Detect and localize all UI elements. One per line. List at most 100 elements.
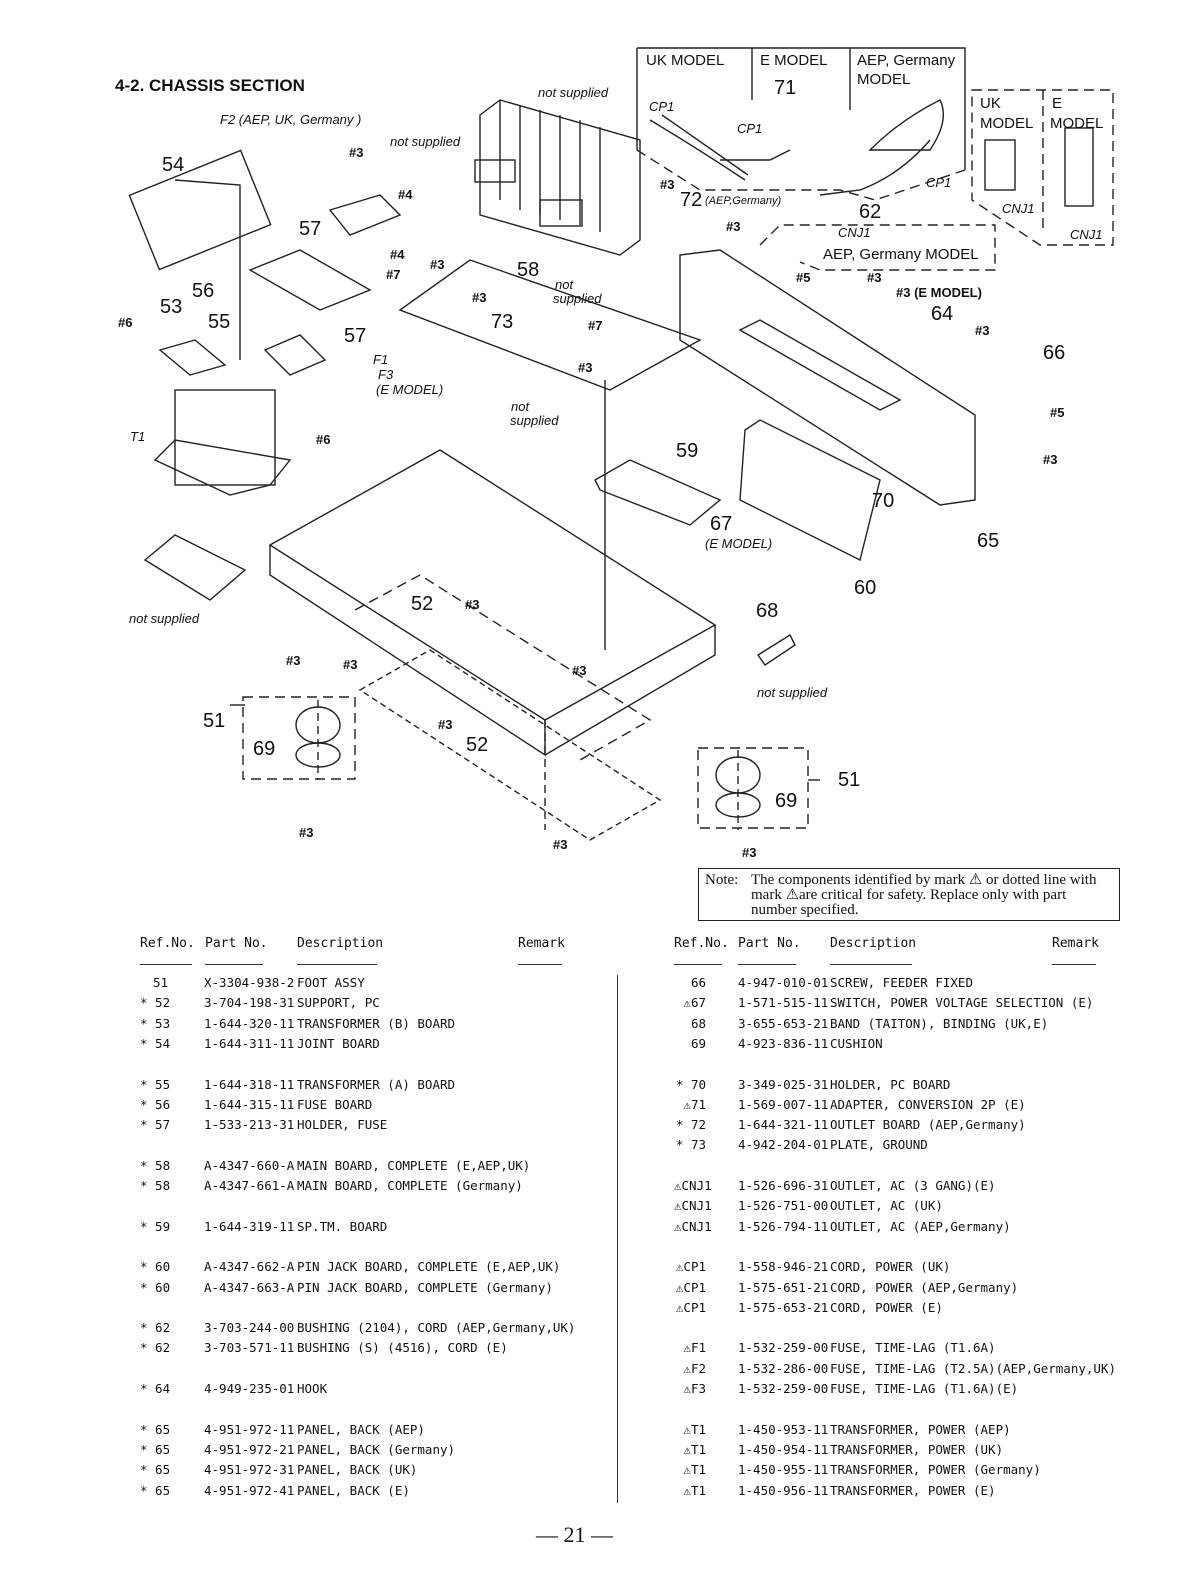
description-cell: ADAPTER, CONVERSION 2P (E) [830,1096,1026,1112]
part-no-cell: 1-533-213-31 [204,1117,295,1133]
screw-4-b: #4 [390,247,405,262]
description-cell: SP.TM. BOARD [297,1218,388,1234]
description-cell: CORD, POWER (UK) [830,1259,951,1275]
part-no-cell: 4-949-235-01 [204,1381,295,1396]
description-cell: SCREW, FEEDER FIXED [830,975,973,990]
part-no-cell: A-4347-663-A [204,1279,295,1295]
ref-71: 71 [774,77,797,99]
ref-cell: * 60 [140,1259,171,1275]
ref-cell: * 55 [140,1076,171,1092]
part-no-cell: 4-951-972-21 [204,1441,295,1457]
part-no-cell: 3-703-244-00 [204,1320,295,1336]
ref-cell: ⚠F2 [683,1360,706,1376]
ref-66: 66 [1043,342,1066,364]
ref-cell: * 58 [140,1178,171,1193]
ref-cell: * 62 [140,1320,171,1336]
label-f1: F1 [373,352,389,367]
description-cell: TRANSFORMER (A) BOARD [297,1076,456,1092]
ref-cell: * 65 [140,1441,171,1457]
screw-6-b: #6 [316,432,331,447]
screw-3-e: #3 [660,177,675,192]
ref-cell: ⚠CNJ1 [674,1198,712,1214]
left-table-header: Ref.No. Part No. Description Remark [140,936,580,954]
label-not-supplied-right: not supplied [757,685,828,700]
part-no-cell: 1-575-651-21 [738,1279,829,1295]
ref-cell: 68 [690,1015,706,1031]
screw-5-a: #5 [796,270,811,285]
description-cell: PLATE, GROUND [830,1137,928,1153]
label-not: not [555,277,574,292]
screw-7-a: #7 [386,267,401,282]
ref-cell: * 56 [140,1096,171,1112]
ref-cell: * 58 [140,1157,171,1173]
ref-cell: * 57 [140,1117,171,1133]
description-cell: HOLDER, FUSE [297,1117,388,1133]
description-cell: FOOT ASSY [297,975,365,990]
label-f3: F3 [378,367,394,382]
ref-67: 67 [710,513,733,535]
screw-4-a: #4 [398,187,413,202]
description-cell: FUSE, TIME-LAG (T2.5A)(AEP,Germany,UK) [830,1360,1116,1376]
label-cnj1-uk: CNJ1 [1002,201,1035,216]
right-header-part: Part No. [738,936,801,951]
part-no-cell: 1-558-946-21 [738,1259,829,1275]
ref-cell: ⚠CP1 [675,1299,706,1315]
table-column-separator [617,975,618,1503]
description-cell: HOLDER, PC BOARD [830,1076,951,1092]
ref-cell: * 65 [140,1462,171,1478]
part-no-cell: 1-575-653-21 [738,1299,829,1315]
description-cell: SUPPORT, PC [297,995,380,1011]
description-cell: CORD, POWER (AEP,Germany) [830,1279,1019,1295]
ref-73: 73 [491,311,514,333]
label-cp1-e: CP1 [737,121,763,136]
description-cell: MAIN BOARD, COMPLETE (Germany) [297,1178,523,1193]
part-no-cell: 4-923-836-11 [738,1035,829,1051]
label-67-e-model: (E MODEL) [705,536,773,551]
exploded-view-diagram [128,47,1114,841]
ref-cell: * 64 [140,1381,171,1396]
part-no-cell: 1-644-319-11 [204,1218,295,1234]
ref-56: 56 [192,280,215,302]
part-no-cell: X-3304-938-2 [204,975,295,990]
label-t1: T1 [130,429,146,444]
description-cell: HOOK [297,1381,328,1396]
description-cell: TRANSFORMER, POWER (AEP) [830,1421,1011,1437]
label-cnj1-aep: CNJ1 [838,225,871,240]
label-not-supplied-2: not supplied [390,134,461,149]
ref-cell: * 60 [140,1279,171,1295]
part-no-cell: 3-704-198-31 [204,995,295,1011]
model-box-aep-germany: AEP, Germany [857,52,956,69]
description-cell: BAND (TAITON), BINDING (UK,E) [830,1015,1049,1031]
part-no-cell: 4-947-010-01 [738,975,829,990]
ref-64: 64 [931,303,954,325]
description-cell: BUSHING (S) (4516), CORD (E) [297,1340,508,1356]
label-f3-e-model: (E MODEL) [376,382,444,397]
ref-58: 58 [517,259,540,281]
part-no-cell: A-4347-661-A [204,1178,295,1193]
description-cell: PANEL, BACK (AEP) [297,1421,425,1437]
screw-3-q: #3 [742,845,757,860]
label-cnj1-e: CNJ1 [1070,227,1103,242]
part-no-cell: 1-644-311-11 [204,1035,295,1051]
ref-cell: 51 [152,975,168,990]
ref-62: 62 [859,201,882,223]
ref-72: 72 [680,189,703,211]
right-table-header: Ref.No. Part No. Description Remark [674,936,1099,954]
screw-3-f: #3 [726,219,741,234]
ref-cell: * 72 [675,1117,706,1133]
